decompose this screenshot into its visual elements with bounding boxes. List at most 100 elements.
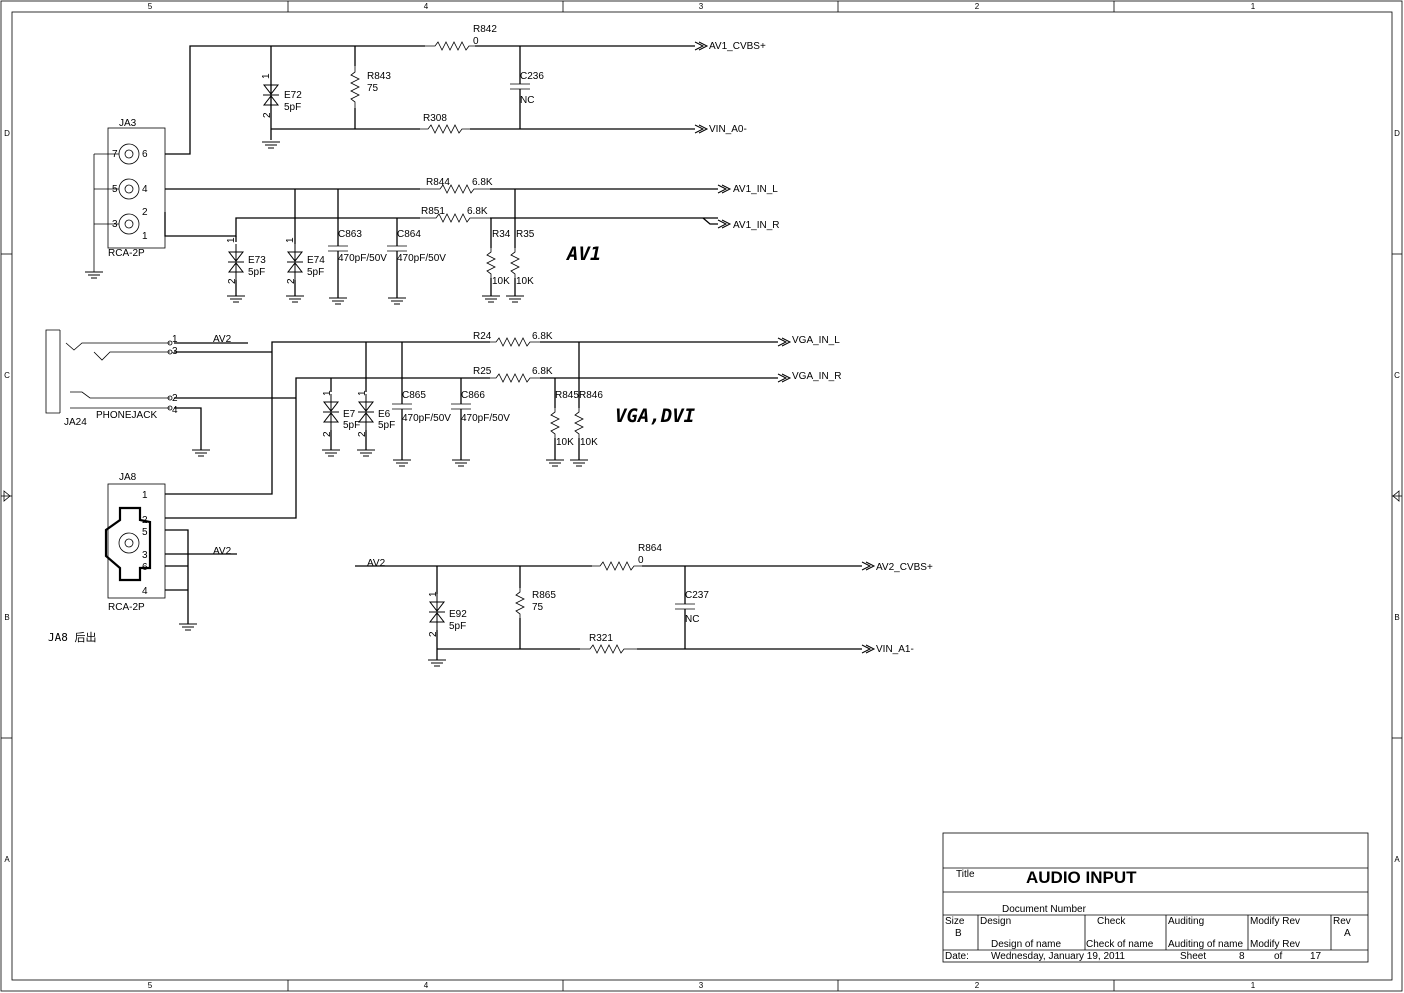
resistor-r846: R846 10K xyxy=(574,390,603,448)
e74-pin1: 1 xyxy=(285,237,296,243)
r321-ref: R321 xyxy=(589,633,613,644)
tvs-e73: 1 2 E73 5pF xyxy=(226,237,266,284)
drawing-title: AUDIO INPUT xyxy=(1026,868,1137,887)
r35-ref: R35 xyxy=(516,229,535,240)
e6-pin1: 1 xyxy=(357,390,368,396)
ja3-pin-3: 3 xyxy=(112,219,118,230)
e92-ref: E92 xyxy=(449,609,467,620)
net-av1-in-l: AV1_IN_L xyxy=(733,184,778,195)
port-av1-in-r: AV1_IN_R xyxy=(702,217,780,231)
ja3-pin-4: 4 xyxy=(142,184,148,195)
e7-pin2: 2 xyxy=(322,431,333,437)
zone-col-bottom-4: 1 xyxy=(1251,981,1256,990)
zone-row-right-2: B xyxy=(1394,613,1399,622)
tvs-e74: 1 2 E74 5pF xyxy=(285,237,325,284)
capacitor-c863: C863 470pF/50V xyxy=(328,229,387,264)
e73-ref: E73 xyxy=(248,255,266,266)
auditing-label: Auditing xyxy=(1168,916,1204,927)
r842-value: 0 xyxy=(473,36,479,47)
e92-pin1: 1 xyxy=(428,591,439,597)
r308-ref: R308 xyxy=(423,113,447,124)
tvs-e7: 1 2 E7 5pF xyxy=(322,390,360,437)
net-av1-cvbs: AV1_CVBS+ xyxy=(709,41,766,52)
ja3-pin-5: 5 xyxy=(112,184,118,195)
e74-pin2: 2 xyxy=(286,278,297,284)
design-value: Design of name xyxy=(991,939,1061,950)
ja8-pin-6: 6 xyxy=(142,562,148,573)
ja24-ref: JA24 xyxy=(64,417,87,428)
section-label-vga-dvi: VGA,DVI xyxy=(615,405,696,427)
ja8-pin-3: 3 xyxy=(142,550,148,561)
title-block: Title AUDIO INPUT Document Number Size B… xyxy=(942,832,1369,963)
connector-ja24: JA24 PHONEJACK 1 3 2 4 xyxy=(45,329,178,428)
av2-cvbs-section: AV2 R864 0 AV2_CVBS+ 1 2 E92 5pF R865 75 xyxy=(355,543,933,667)
e74-value: 5pF xyxy=(307,267,324,278)
connector-ja8: JA8 RCA-2P 1 2 5 3 6 4 xyxy=(104,472,166,613)
r35-value: 10K xyxy=(516,276,534,287)
r843-value: 75 xyxy=(367,83,379,94)
port-av1-cvbs: AV1_CVBS+ xyxy=(694,41,766,52)
r844-ref: R844 xyxy=(426,177,450,188)
e6-ref: E6 xyxy=(378,409,391,420)
auditing-value: Auditing of name xyxy=(1168,939,1243,950)
c237-ref: C237 xyxy=(685,590,709,601)
ja3-pin-2: 2 xyxy=(142,207,148,218)
zone-labels: 5 4 3 2 1 5 4 3 2 1 D C B A D C B A xyxy=(4,2,1400,990)
r844-value: 6.8K xyxy=(472,177,493,188)
resistor-r851: R851 6.8K xyxy=(420,206,490,223)
zone-col-top-2: 3 xyxy=(699,2,704,11)
e73-pin2: 2 xyxy=(227,278,238,284)
check-label: Check xyxy=(1097,916,1126,927)
e72-pin1: 1 xyxy=(261,73,272,79)
ja8-pin-2: 2 xyxy=(142,515,148,526)
r34-ref: R34 xyxy=(492,229,511,240)
r845-value: 10K xyxy=(556,437,574,448)
zone-row-left-3: A xyxy=(4,855,10,864)
resistor-r34: R34 10K xyxy=(486,229,511,287)
ja8-pin-1: 1 xyxy=(142,490,148,501)
zone-col-bottom-0: 5 xyxy=(148,981,153,990)
c864-ref: C864 xyxy=(397,229,421,240)
r845-ref: R845 xyxy=(555,390,579,401)
zone-col-bottom-2: 3 xyxy=(699,981,704,990)
r843-ref: R843 xyxy=(367,71,391,82)
net-av2-cvbs: AV2_CVBS+ xyxy=(876,562,933,573)
net-av1-in-r: AV1_IN_R xyxy=(733,220,780,231)
net-vga-in-l: VGA_IN_L xyxy=(792,335,840,346)
zone-row-right-1: C xyxy=(1394,371,1400,380)
ja3-ref: JA3 xyxy=(119,118,137,129)
c237-value: NC xyxy=(685,614,699,625)
av1-section: JA3 RCA-2P 7 6 5 4 3 2 1 R842 0 AV1_CVBS… xyxy=(84,24,780,305)
resistor-r843: R843 75 xyxy=(350,66,391,108)
e7-pin1: 1 xyxy=(322,390,333,396)
ja8-pin-4: 4 xyxy=(142,586,148,597)
size-value: B xyxy=(955,928,962,939)
e7-value: 5pF xyxy=(343,420,360,431)
c866-value: 470pF/50V xyxy=(461,413,510,424)
resistor-r24: R24 6.8K xyxy=(473,331,553,347)
ja8-note: JA8 后出 xyxy=(48,630,97,644)
zone-col-top-1: 4 xyxy=(424,2,429,11)
c865-ref: C865 xyxy=(402,390,426,401)
ja8-section: JA8 RCA-2P 1 2 5 3 6 4 AV2 JA8 后出 xyxy=(48,352,297,644)
section-label-av1: AV1 xyxy=(565,243,601,265)
modify-rev-label: Modify Rev xyxy=(1250,916,1300,927)
tvs-e72: 1 2 E72 5pF xyxy=(261,73,302,118)
port-vga-in-l: VGA_IN_L xyxy=(777,335,840,347)
zone-row-left-0: D xyxy=(4,129,10,138)
rev-value: A xyxy=(1344,928,1351,939)
resistor-r35: R35 10K xyxy=(510,229,535,287)
ja3-pin-7: 7 xyxy=(112,149,118,160)
zone-row-right-3: A xyxy=(1394,855,1400,864)
design-label: Design xyxy=(980,916,1011,927)
r24-value: 6.8K xyxy=(532,331,553,342)
e72-ref: E72 xyxy=(284,90,302,101)
ja8-type: RCA-2P xyxy=(108,602,145,613)
c236-ref: C236 xyxy=(520,71,544,82)
rev-label: Rev xyxy=(1333,916,1351,927)
zone-col-bottom-3: 2 xyxy=(975,981,980,990)
ja8-ref: JA8 xyxy=(119,472,137,483)
doc-number-label: Document Number xyxy=(1002,904,1087,915)
